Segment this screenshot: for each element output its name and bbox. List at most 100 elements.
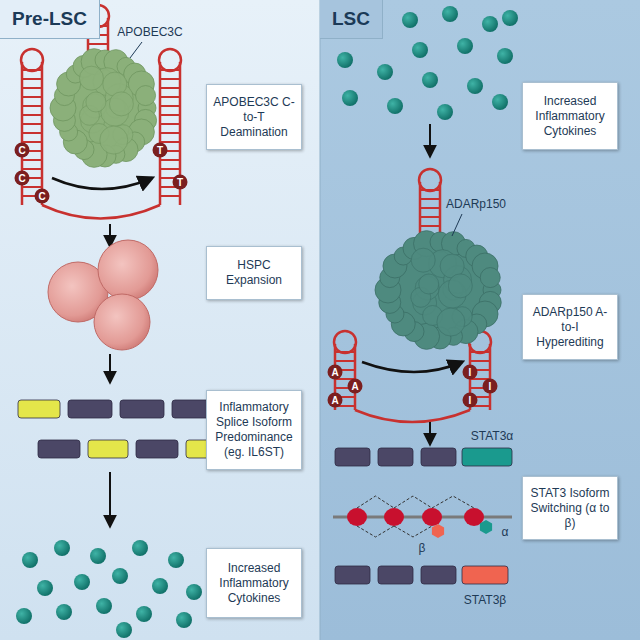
cytokine — [90, 548, 106, 564]
cytokine — [437, 104, 453, 120]
rna-loop — [334, 331, 356, 353]
cytokine — [502, 10, 518, 26]
splice-line — [432, 496, 474, 508]
base-pair — [22, 132, 42, 134]
base-pair — [88, 43, 108, 45]
exon — [88, 440, 128, 458]
box-text: Increased Inflammatory Cytokines — [213, 561, 295, 606]
cytokine — [176, 612, 192, 628]
rna-strand — [354, 344, 357, 410]
cytokine — [412, 42, 428, 58]
process-box: ADARp150 A-to-I Hyperediting — [522, 294, 618, 360]
base-pair — [22, 69, 42, 71]
part-label: β — [419, 541, 426, 555]
protein-lobe — [109, 92, 133, 116]
base-letter: I — [463, 365, 478, 380]
cytokine — [387, 98, 403, 114]
base-letter: C — [35, 189, 50, 204]
process-box: STAT3 Isoform Switching (α to β) — [522, 476, 618, 540]
box-content: STAT3 Isoform Switching (α to β) — [529, 486, 611, 531]
base-pair — [470, 360, 490, 362]
exon-oval — [384, 508, 404, 526]
panel-divider — [320, 0, 321, 640]
base-pair — [420, 198, 440, 200]
box-content: HSPC Expansion — [213, 258, 295, 288]
cytokine — [96, 598, 112, 614]
rna-loop — [159, 49, 181, 71]
box-content: Increased Inflammatory Cytokines — [213, 561, 295, 606]
splice-line — [394, 496, 432, 508]
cytokine — [16, 608, 32, 624]
exon-oval — [422, 508, 442, 526]
base-pair — [420, 216, 440, 218]
part-label: STAT3α — [471, 429, 514, 443]
part-label: ADARp150 — [446, 197, 506, 211]
base-pair — [160, 69, 180, 71]
splice-line — [357, 496, 394, 508]
cytokine — [402, 12, 418, 28]
panel-heading: LSC — [320, 0, 383, 39]
cytokine — [116, 622, 132, 638]
exon — [462, 448, 512, 466]
base-pair — [160, 87, 180, 89]
base-pair — [22, 168, 42, 170]
base-pair — [335, 360, 355, 362]
exon — [421, 566, 456, 584]
base-pair — [22, 87, 42, 89]
exon — [136, 440, 178, 458]
cytokine — [442, 6, 458, 22]
process-box: APOBEC3C C-to-T Deamination — [206, 84, 302, 150]
flow-arrow — [109, 354, 111, 382]
exon — [462, 566, 508, 584]
exon — [120, 400, 164, 418]
cytokine — [482, 16, 498, 32]
rna-strand — [355, 410, 470, 422]
process-box: Increased Inflammatory Cytokines — [206, 548, 302, 618]
exon — [335, 566, 370, 584]
base-pair — [160, 105, 180, 107]
phospho-group — [480, 520, 492, 534]
rna-loop — [21, 49, 43, 71]
cytokine — [422, 72, 438, 88]
flow-arrow — [109, 224, 111, 246]
cytokine — [54, 540, 70, 556]
part-label: α — [502, 525, 509, 539]
cytokine — [377, 64, 393, 80]
base-letter: A — [328, 365, 343, 380]
base-pair — [160, 168, 180, 170]
protein-lobe — [86, 92, 106, 112]
flow-arrow — [109, 472, 111, 526]
process-box: Increased Inflammatory Cytokines — [522, 82, 618, 150]
base-pair — [22, 123, 42, 125]
cytokine — [337, 52, 353, 68]
panel-ground — [320, 0, 640, 640]
exon — [68, 400, 112, 418]
edit-arrow — [52, 178, 152, 189]
exon — [18, 400, 60, 418]
exon — [378, 566, 413, 584]
exon — [421, 448, 456, 466]
flow-arrow — [429, 422, 431, 444]
cytokine — [492, 94, 508, 110]
cytokine — [342, 90, 358, 106]
splice-line — [357, 526, 394, 537]
leader-line — [130, 42, 142, 58]
exon — [378, 448, 413, 466]
box-content: Inflammatory Splice Isoform Predominance… — [213, 400, 295, 460]
stage-panel: Pre-LSCAPOBEC3C C-to-T DeaminationHSPC E… — [0, 0, 320, 640]
box-text: APOBEC3C C-to-T Deamination — [213, 95, 295, 140]
cytokine — [112, 568, 128, 584]
base-pair — [420, 189, 440, 191]
base-pair — [470, 351, 490, 353]
box-content: ADARp150 A-to-I Hyperediting — [529, 305, 611, 350]
base-pair — [160, 78, 180, 80]
stage-panel: LSC Increased Inflammatory CytokinesADARp… — [320, 0, 640, 640]
protein-lobe — [437, 308, 465, 336]
base-pair — [22, 186, 42, 188]
protein-lobe — [480, 268, 500, 288]
cytokine — [152, 578, 168, 594]
process-box: Inflammatory Splice Isoform Predominance… — [206, 390, 302, 470]
cytokine — [74, 574, 90, 590]
